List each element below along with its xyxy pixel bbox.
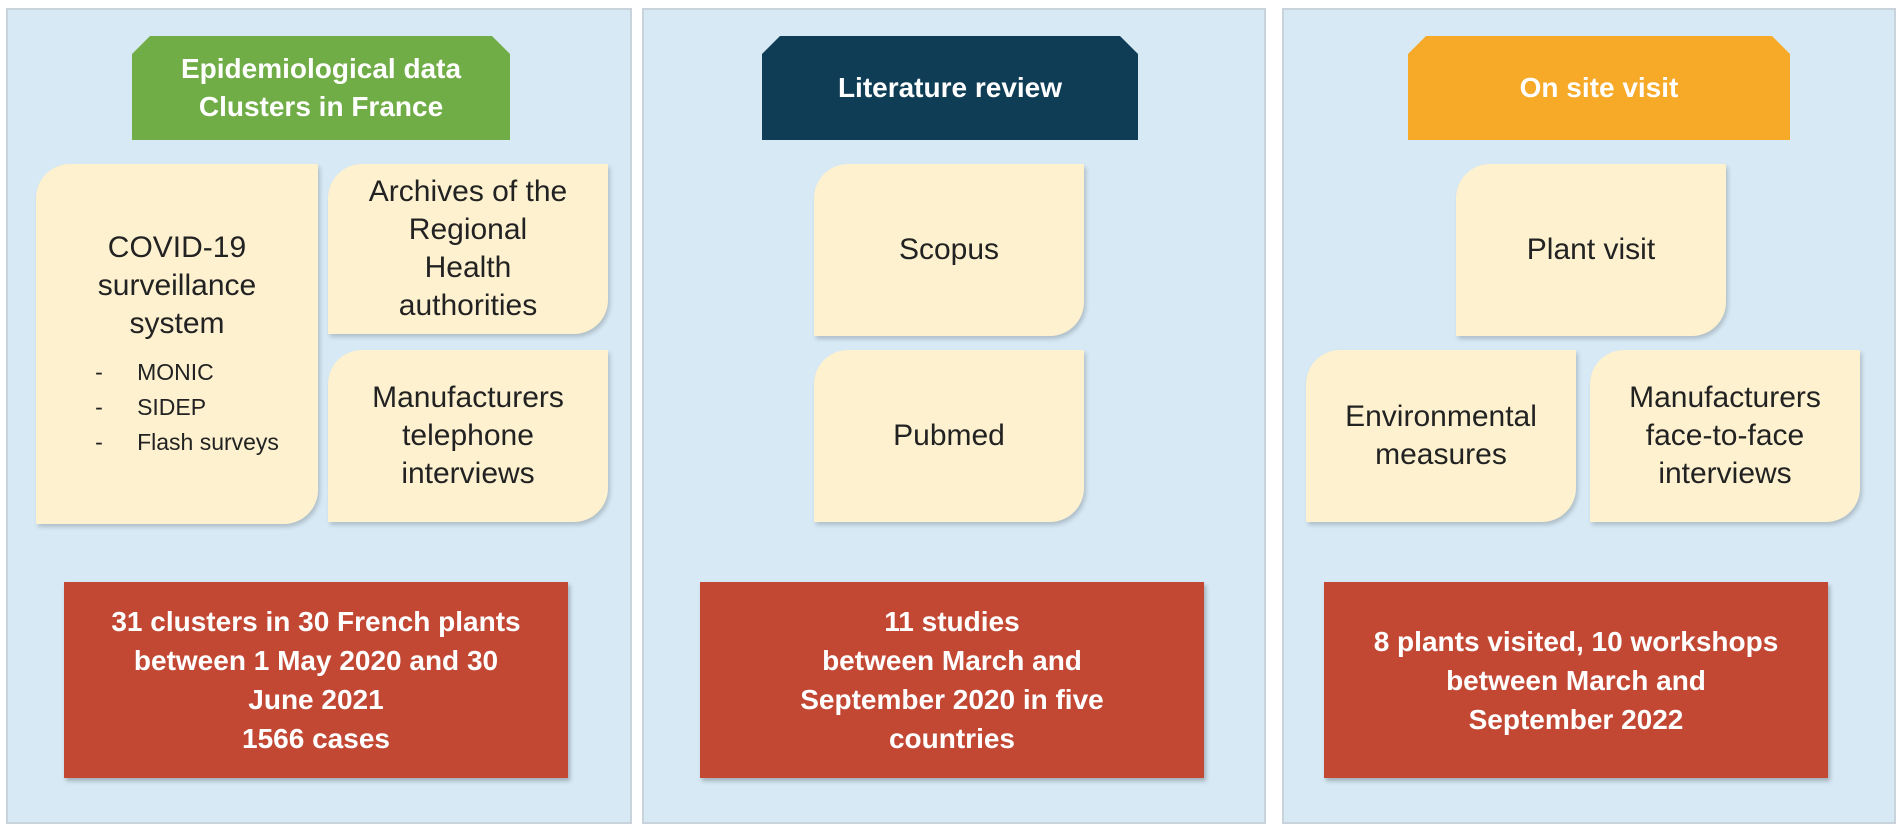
plant-visit-text: Plant visit [1526,233,1656,266]
epidemiological-header: Epidemiological data Clusters in France [132,36,510,140]
epidemiological-result-text: 31 clusters in 30 French plants between … [111,606,521,754]
literature-panel: Literature review Scopus Pubmed 11 studi… [642,8,1266,824]
onsite-header: On site visit [1408,36,1790,140]
list-item: -SIDEP [95,393,207,420]
epidemiological-result-box: 31 clusters in 30 French plants between … [64,582,568,778]
plant-visit-box: Plant visit [1456,164,1726,336]
epidemiological-header-text: Epidemiological data Clusters in France [180,53,462,122]
telephone-interviews-box: Manufacturers telephone interviews [328,350,608,522]
pubmed-box: Pubmed [814,350,1084,522]
onsite-header-text: On site visit [1519,72,1679,103]
list-item: -MONIC [95,358,214,385]
onsite-panel: On site visit Plant visit Environmental … [1282,8,1896,824]
surveillance-system-title: COVID-19 surveillance system [97,230,257,340]
environmental-measures-box: Environmental measures [1306,350,1576,522]
onsite-result-box: 8 plants visited, 10 workshops between M… [1324,582,1828,778]
literature-header-text: Literature review [837,72,1063,103]
face-to-face-interviews-text: Manufacturers face-to-face interviews [1629,381,1821,490]
telephone-interviews-text: Manufacturers telephone interviews [372,381,564,490]
onsite-result-text: 8 plants visited, 10 workshops between M… [1373,625,1779,735]
face-to-face-interviews-box: Manufacturers face-to-face interviews [1590,350,1860,522]
environmental-measures-text: Environmental measures [1345,400,1537,471]
surveillance-system-box: COVID-19 surveillance system -MONIC -SID… [36,164,318,524]
archives-text: Archives of the Regional Health authorit… [368,175,568,322]
pubmed-text: Pubmed [893,419,1005,452]
epidemiological-panel: Epidemiological data Clusters in France … [6,8,632,824]
scopus-box: Scopus [814,164,1084,336]
literature-result-text: 11 studies between March and September 2… [800,606,1104,754]
literature-result-box: 11 studies between March and September 2… [700,582,1204,778]
literature-header: Literature review [762,36,1138,140]
scopus-text: Scopus [898,233,1000,266]
archives-box: Archives of the Regional Health authorit… [328,164,608,334]
surveillance-system-list: -MONIC -SIDEP -Flash surveys [75,355,279,460]
list-item: -Flash surveys [95,428,279,455]
